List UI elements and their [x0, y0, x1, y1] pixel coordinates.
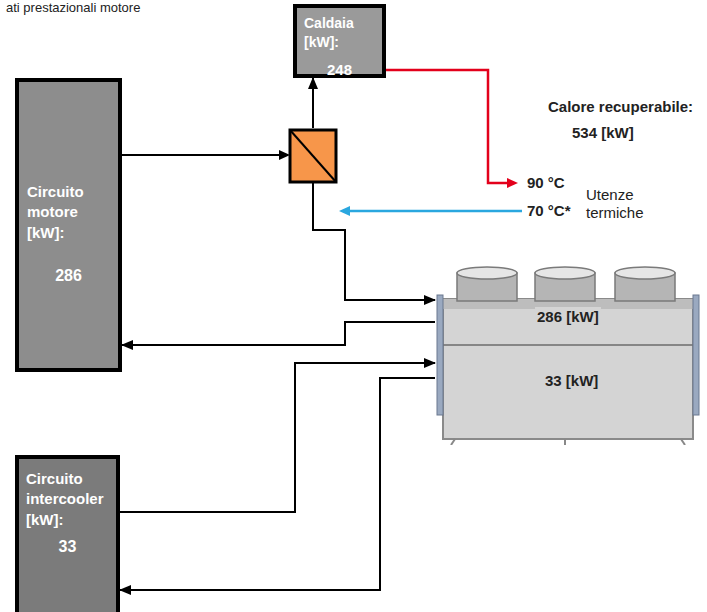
user-label: Utenze termiche	[586, 186, 666, 222]
pipe-connector	[120, 363, 435, 512]
power-value: 33 [kW]	[543, 371, 600, 391]
boiler-box: Caldaia [kW]: 248	[293, 4, 386, 78]
intercooler-circuit-box: Circuito intercooler [kW]: 33	[15, 455, 120, 612]
power-value: 534 [kW]	[572, 124, 634, 142]
pipe-connector	[122, 78, 313, 155]
heat-exchanger-plate	[290, 130, 336, 182]
cut-heading: ati prestazionali motore	[6, 0, 140, 16]
hot-water-line	[386, 70, 508, 183]
temperature: 70 °C*	[527, 202, 571, 220]
dry-cooler: 286 [kW] 33 [kW]	[435, 265, 700, 445]
return-water-line	[350, 210, 522, 213]
heat-exchanger	[290, 130, 336, 182]
power-value: 286 [kW]	[535, 307, 601, 327]
box-heading: Circuito intercooler [kW]:	[26, 469, 109, 530]
arrow-head	[507, 178, 518, 188]
power-value: 248	[304, 60, 375, 80]
dry-cooler-drawing	[435, 265, 700, 445]
power-value: 33	[26, 536, 109, 558]
note-text: Calore recuperabile:	[548, 98, 693, 116]
engine-circuit-box: Circuito motore [kW]: 286	[15, 78, 122, 372]
pipe-connector	[122, 322, 435, 345]
temperature: 90 °C	[527, 174, 565, 192]
power-value: 286	[27, 265, 110, 287]
arrow-head	[339, 206, 350, 216]
pipe-connector	[122, 155, 435, 300]
box-heading: Circuito motore [kW]:	[27, 182, 110, 243]
pipe-connector	[120, 378, 435, 590]
box-heading: Caldaia [kW]:	[304, 14, 375, 52]
